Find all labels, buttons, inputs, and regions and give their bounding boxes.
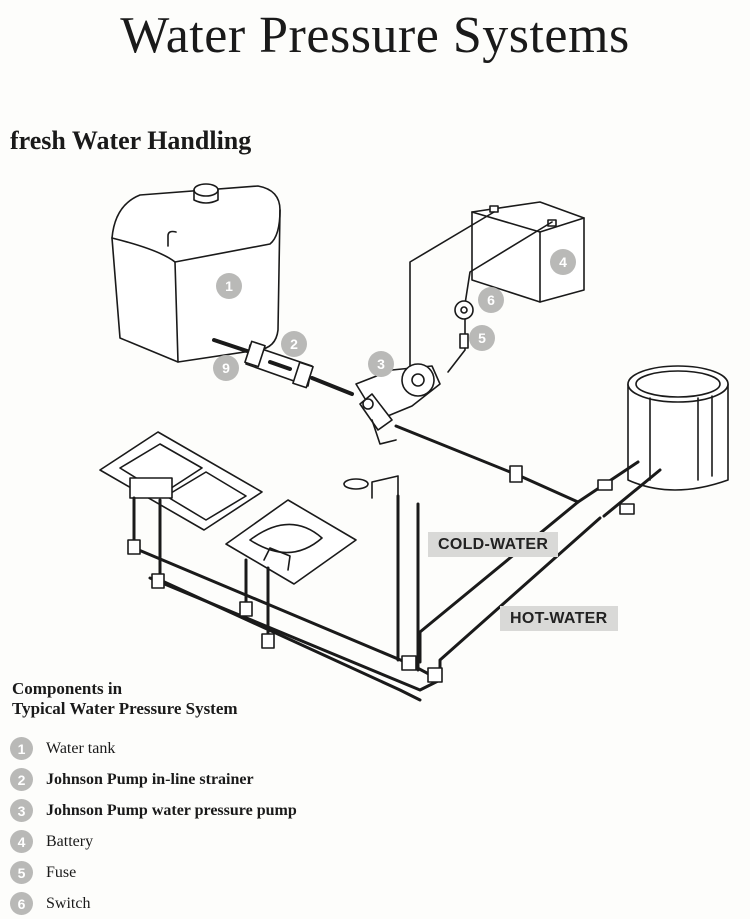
legend-number-badge: 3 xyxy=(10,799,33,822)
callout-4 xyxy=(550,249,576,275)
legend-number-badge: 6 xyxy=(10,892,33,915)
callout-6-label: 6 xyxy=(487,292,495,308)
callout-1 xyxy=(216,273,242,299)
callout-5 xyxy=(469,325,495,351)
switch xyxy=(454,300,474,320)
legend-label: Johnson Pump in-line strainer xyxy=(46,770,254,788)
water-heater xyxy=(627,365,729,491)
shower-valve xyxy=(343,475,399,499)
callout-1-label: 1 xyxy=(225,278,233,294)
legend-heading-line1: Components in xyxy=(12,679,123,698)
galley-sink xyxy=(99,431,263,531)
callout-3 xyxy=(368,351,394,377)
legend-item: 6 Switch xyxy=(10,888,297,919)
legend-item: 5 Fuse xyxy=(10,857,297,888)
legend-number-badge: 2 xyxy=(10,768,33,791)
callout-2-label: 2 xyxy=(290,336,298,352)
legend-heading-line2: Typical Water Pressure System xyxy=(12,699,238,718)
fuse xyxy=(459,333,469,349)
in-line-strainer xyxy=(244,340,314,389)
legend-number-badge: 4 xyxy=(10,830,33,853)
section-subtitle: fresh Water Handling xyxy=(10,126,252,155)
callout-6 xyxy=(478,287,504,313)
legend-label: Battery xyxy=(46,832,94,850)
callout-9 xyxy=(213,355,239,381)
legend-label: Fuse xyxy=(46,863,77,881)
legend-item: 1 Water tank xyxy=(10,733,297,764)
legend-label: Johnson Pump water pressure pump xyxy=(46,801,297,819)
legend-item: 3 Johnson Pump water pressure pump xyxy=(10,795,297,826)
legend-number-badge: 1 xyxy=(10,737,33,760)
water-pressure-pump xyxy=(355,363,441,445)
legend-item: 2 Johnson Pump in-line strainer xyxy=(10,764,297,795)
page-title: Water Pressure Systems xyxy=(120,7,630,64)
basin xyxy=(225,499,357,585)
cold-water-label: COLD-WATER xyxy=(428,532,559,557)
legend-label: Switch xyxy=(46,894,91,912)
legend-item: 4 Battery xyxy=(10,826,297,857)
legend-number-badge: 5 xyxy=(10,861,33,884)
callout-9-label: 9 xyxy=(222,360,230,376)
callout-5-label: 5 xyxy=(478,330,486,346)
legend-list: 1 Water tank 2 Johnson Pump in-line stra… xyxy=(10,733,297,919)
callout-2 xyxy=(281,331,307,357)
battery xyxy=(471,201,585,303)
callout-4-label: 4 xyxy=(559,254,567,270)
legend-heading: Components in Typical Water Pressure Sys… xyxy=(12,679,332,719)
callout-3-label: 3 xyxy=(377,356,385,372)
legend-label: Water tank xyxy=(46,739,116,757)
water-tank xyxy=(111,183,281,363)
hot-water-label: HOT-WATER xyxy=(500,606,618,631)
callout-markers xyxy=(213,249,576,381)
